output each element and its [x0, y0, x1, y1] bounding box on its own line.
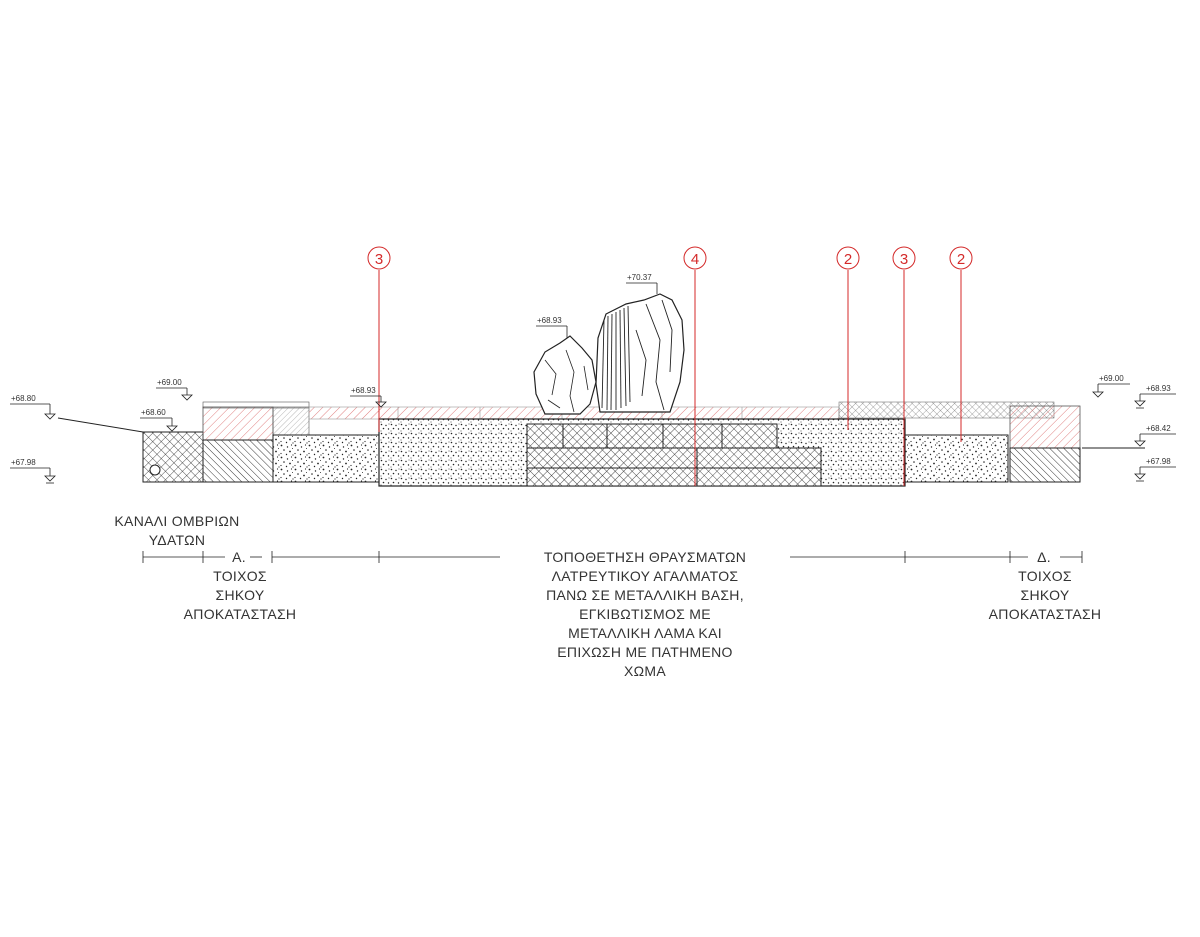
label-right-wall-line-3: ΑΠΟΚΑΤΑΣΤΑΣΗ: [988, 606, 1102, 622]
label-center-line-5: ΜΕΤΑΛΛΙΚΗ ΛΑΜΑ ΚΑΙ: [568, 625, 722, 641]
label-left-wall-line-1: ΤΟΙΧΟΣ: [213, 568, 267, 584]
statue-fragment-small: [533, 335, 597, 415]
label-left-wall-line-2: ΣΗΚΟΥ: [215, 587, 265, 603]
elevation-symbols: [10, 282, 1176, 484]
elevation-left-outer-top: +68.80: [11, 394, 36, 403]
elevation-right-wall-top: +69.00: [1099, 374, 1124, 383]
label-left-wall-line-3: ΑΠΟΚΑΤΑΣΤΑΣΗ: [183, 606, 297, 622]
label-left-wall: ΤΟΙΧΟΣ ΣΗΚΟΥ ΑΠΟΚΑΤΑΣΤΑΣΗ: [165, 567, 315, 624]
left-wall: [202, 401, 380, 483]
metal-base: [526, 423, 822, 487]
label-center-line-1: ΤΟΠΟΘΕΤΗΣΗ ΘΡΑΥΣΜΑΤΩΝ: [543, 549, 747, 565]
label-right-wall-line-2: ΣΗΚΟΥ: [1020, 587, 1070, 603]
marker-3-left: 3: [375, 251, 383, 268]
elevation-left-wall-top: +69.00: [157, 378, 182, 387]
rainwater-channel: [142, 431, 204, 483]
statue-fragment-large: [595, 293, 685, 413]
label-right-wall-line-1: ΤΟΙΧΟΣ: [1018, 568, 1072, 584]
elevation-fragment-large: +70.37: [627, 273, 652, 282]
elevation-right-outer-mid: +68.42: [1146, 424, 1171, 433]
marker-4: 4: [691, 251, 699, 268]
label-right-wall: ΤΟΙΧΟΣ ΣΗΚΟΥ ΑΠΟΚΑΤΑΣΤΑΣΗ: [970, 567, 1120, 624]
label-center-line-4: ΕΓΚΙΒΩΤΙΣΜΟΣ ΜΕ: [579, 606, 711, 622]
label-rainwater-channel: ΚΑΝΑΛΙ ΟΜΒΡΙΩΝ ΥΔΑΤΩΝ: [92, 512, 262, 550]
right-wall: [1009, 405, 1081, 483]
label-center-line-3: ΠΑΝΩ ΣΕ ΜΕΤΑΛΛΙΚΗ ΒΑΣΗ,: [546, 587, 744, 603]
elevation-fragment-small: +68.93: [537, 316, 562, 325]
elevation-right-outer-bottom: +67.98: [1146, 457, 1171, 466]
elevation-floor-left: +68.93: [351, 386, 376, 395]
dimension-line: [142, 551, 1083, 563]
marker-2-right: 2: [957, 251, 965, 268]
label-channel-line-1: ΚΑΝΑΛΙ ΟΜΒΡΙΩΝ: [114, 513, 240, 529]
paving-strip: [308, 401, 1055, 420]
elevation-channel-top: +68.60: [141, 408, 166, 417]
label-center-line-7: ΧΩΜΑ: [623, 663, 666, 679]
label-center-description: ΤΟΠΟΘΕΤΗΣΗ ΘΡΑΥΣΜΑΤΩΝ ΛΑΤΡΕΥΤΙΚΟΥ ΑΓΑΛΜΑ…: [480, 548, 810, 681]
elevation-left-outer-bottom: +67.98: [11, 458, 36, 467]
marker-3-right: 3: [900, 251, 908, 268]
label-left-wall-tag: Α.: [232, 549, 246, 565]
marker-2-center: 2: [844, 251, 852, 268]
ground-lines: [57, 417, 1145, 449]
elevation-right-outer-top: +68.93: [1146, 384, 1171, 393]
label-center-line-6: ΕΠΙΧΩΣΗ ΜΕ ΠΑΤΗΜΕΝΟ: [557, 644, 733, 660]
label-channel-line-2: ΥΔΑΤΩΝ: [148, 532, 206, 548]
label-right-wall-tag: Δ.: [1037, 549, 1051, 565]
label-center-line-2: ΛΑΤΡΕΥΤΙΚΟΥ ΑΓΑΛΜΑΤΟΣ: [551, 568, 739, 584]
